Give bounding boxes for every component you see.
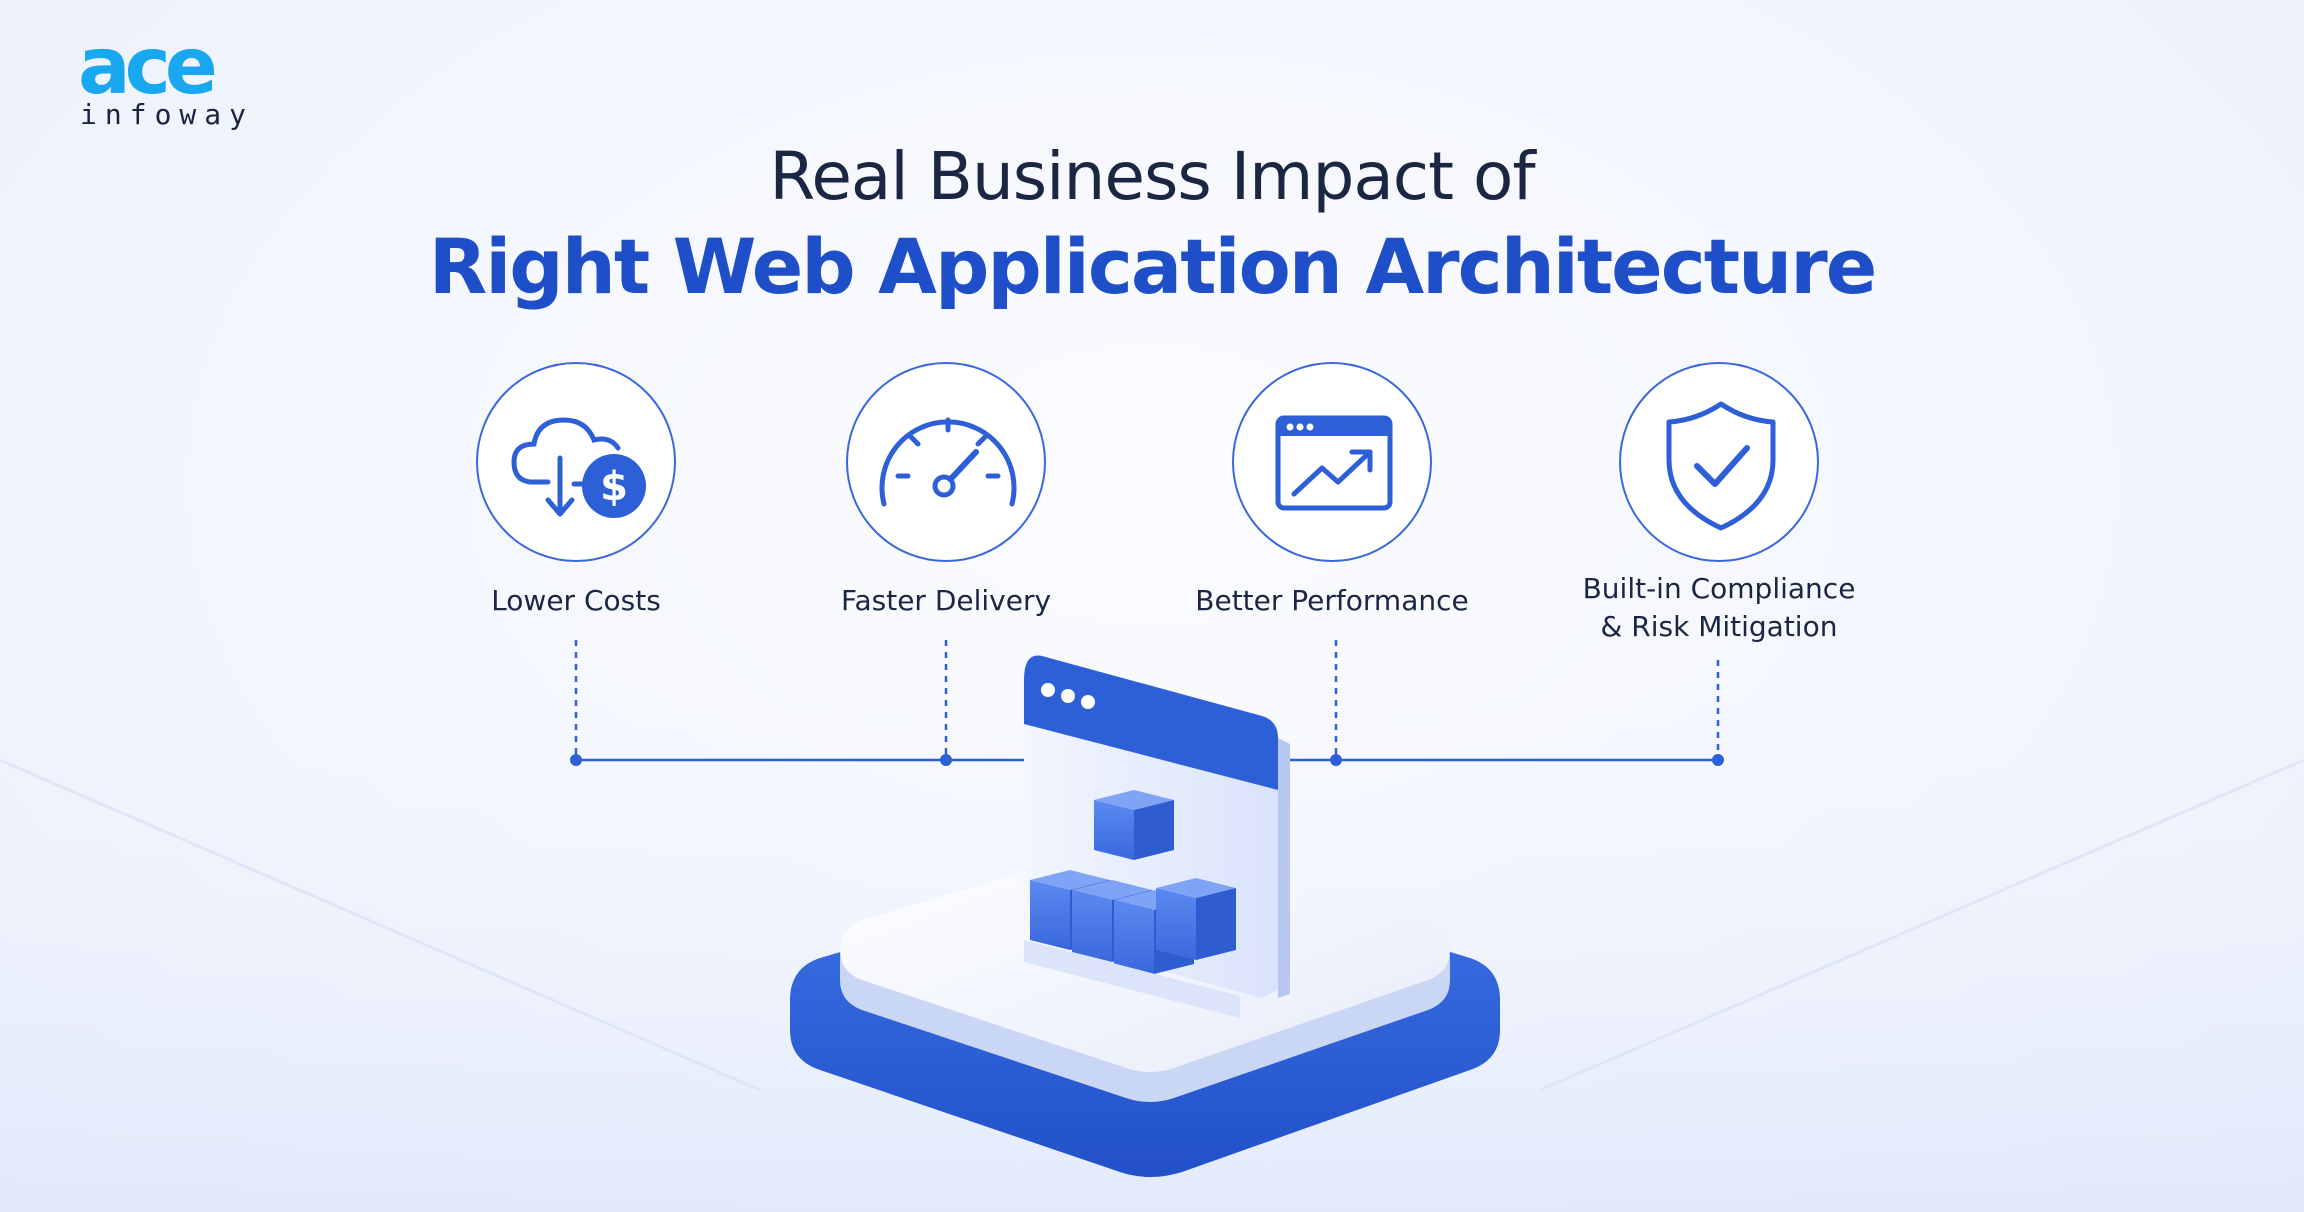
benefit-label: Lower Costs [491,584,661,617]
benefit-icon-circle: $ [476,362,676,562]
benefit-lower-costs: $ Lower Costs [416,362,736,620]
shield-check-icon [1666,401,1776,531]
benefit-label: Better Performance [1195,584,1469,617]
benefit-better-performance: Better Performance [1172,362,1492,620]
benefit-icon-circle [1619,362,1819,562]
benefit-faster-delivery: Faster Delivery [786,362,1106,620]
page-title-line1: Real Business Impact of [769,138,1535,215]
logo-wordmark: ace [78,22,218,112]
benefit-icon-circle [1232,362,1432,562]
logo-subtext: infoway [80,98,255,131]
performance-chart-icon [1275,415,1393,511]
brand-logo[interactable]: ace infoway [78,22,268,136]
benefit-compliance: Built-in Compliance & Risk Mitigation [1559,362,1879,646]
speedometer-icon [879,417,1017,507]
benefit-icon-circle [846,362,1046,562]
page-title-line2: Right Web Application Architecture [428,222,1878,311]
svg-text:$: $ [600,464,628,510]
benefit-label: Built-in Compliance & Risk Mitigation [1582,572,1856,643]
benefit-label: Faster Delivery [840,584,1052,617]
cloud-cost-icon: $ [511,417,646,518]
